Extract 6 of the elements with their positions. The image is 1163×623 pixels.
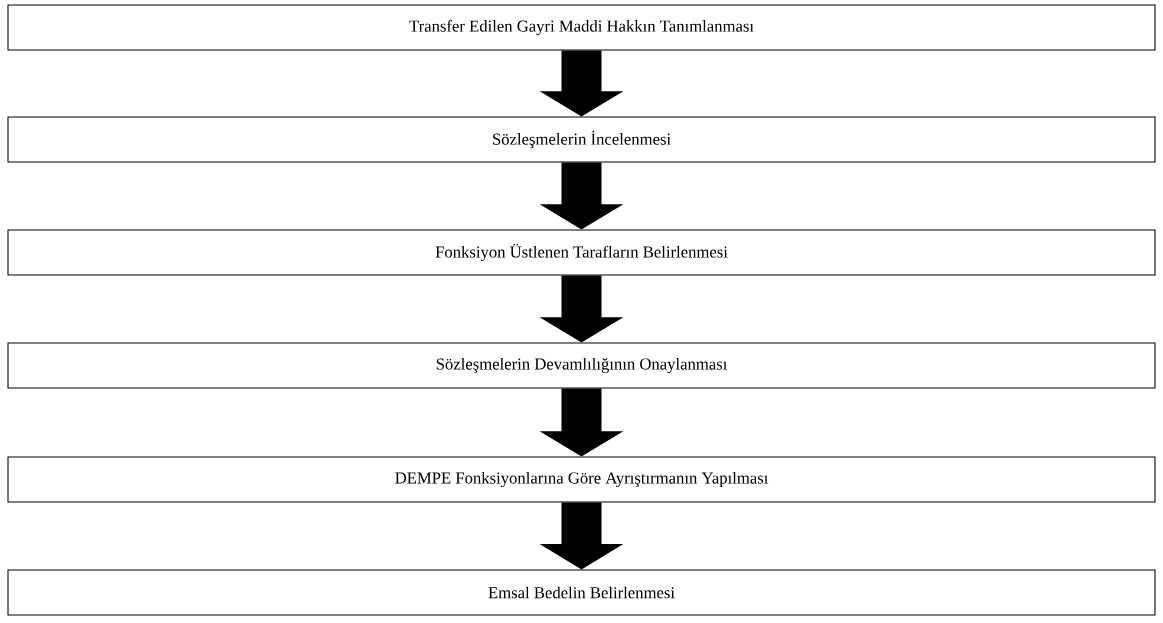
step-box: Sözleşmelerin İncelenmesi (7, 116, 1156, 163)
step-box: Transfer Edilen Gayri Maddi Hakkın Tanımlanması (7, 4, 1156, 51)
step-box: Emsal Bedelin Belirlenmesi (7, 569, 1156, 616)
step-box: DEMPE Fonksiyonlarına Göre Ayrıştırmanın Yapılması (7, 456, 1156, 503)
step-box: Fonksiyon Üstlenen Tarafların Belirlenmesi (7, 229, 1156, 276)
step-box: Sözleşmelerin Devamlılığının Onaylanması (7, 342, 1156, 389)
